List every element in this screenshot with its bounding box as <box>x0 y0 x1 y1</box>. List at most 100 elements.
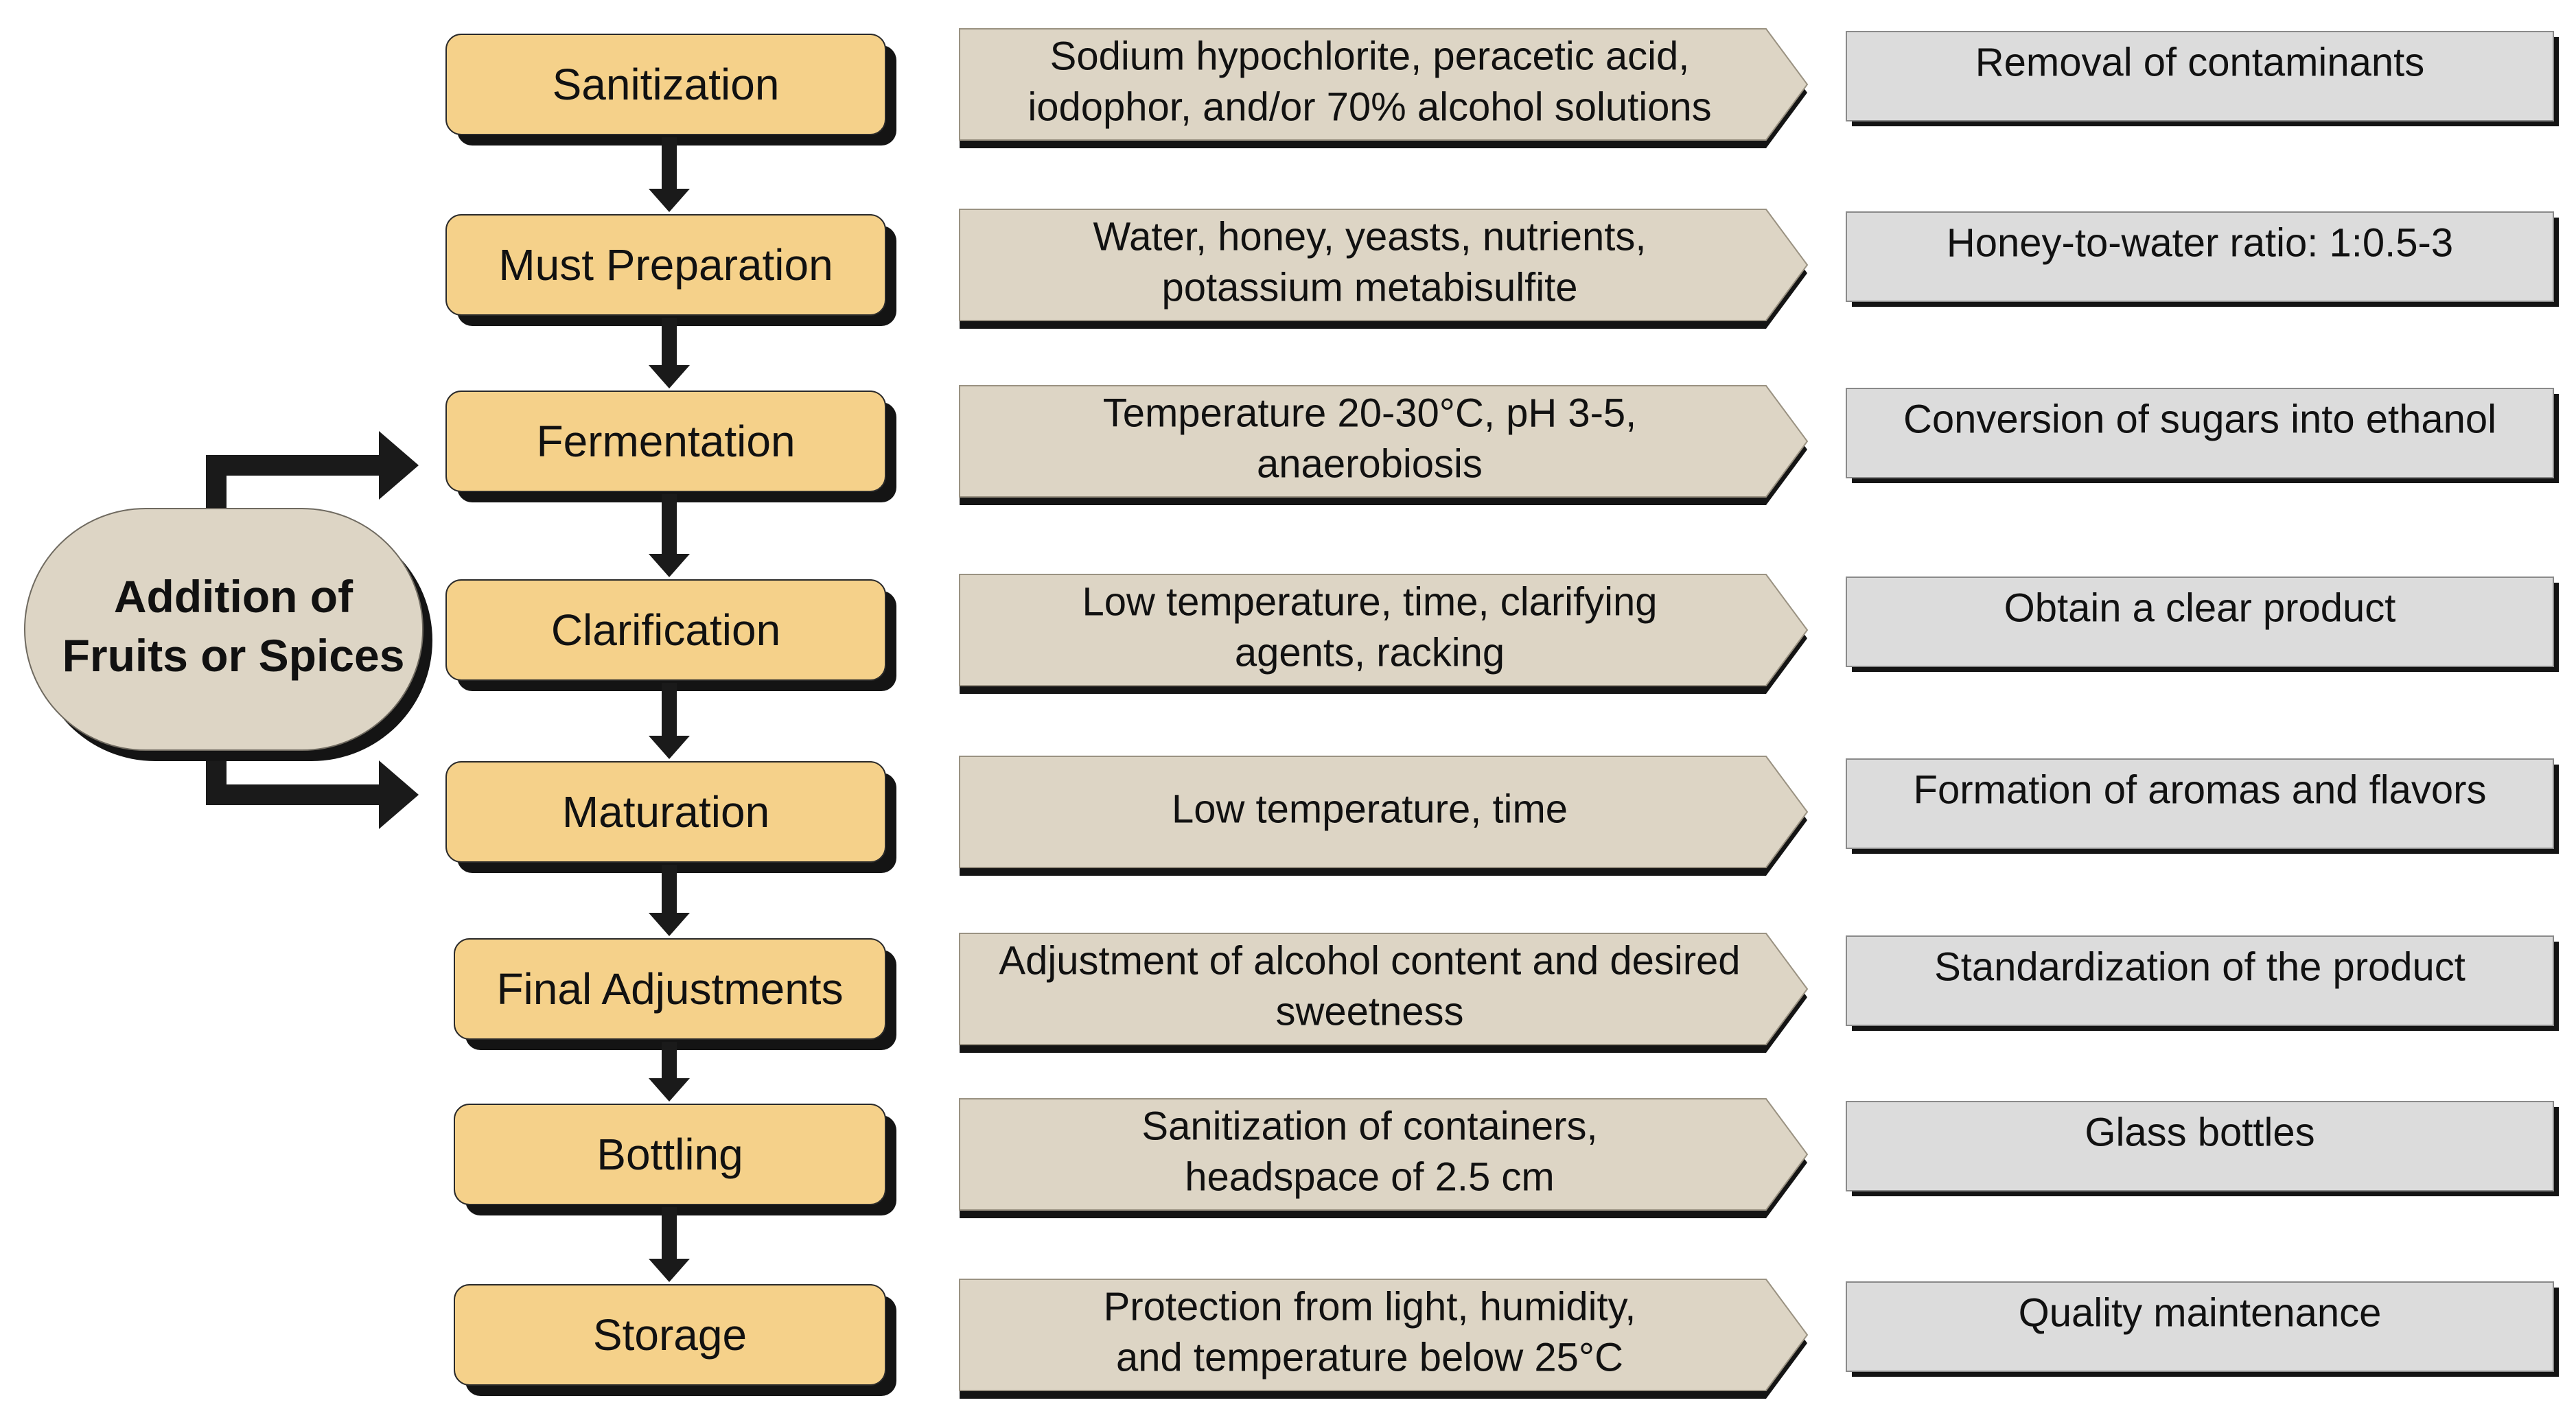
addition-node-fill <box>24 508 423 751</box>
step-box-fill <box>445 391 886 492</box>
condition-text-line: headspace of 2.5 cm <box>1185 1155 1554 1200</box>
condition-box: Temperature 20-30°C, pH 3-5,anaerobiosis <box>959 385 1809 505</box>
arrow-head <box>649 913 690 936</box>
arrow-head <box>649 1259 690 1282</box>
arrow-down-icon <box>649 494 690 577</box>
step-label: Sanitization <box>553 60 780 109</box>
condition-box-fill <box>959 1279 1809 1391</box>
purpose-box-fill <box>1846 1101 2554 1191</box>
condition-box-fill <box>959 574 1809 686</box>
step-label: Bottling <box>596 1130 743 1179</box>
condition-text-line: sweetness <box>1275 990 1463 1034</box>
condition-box: Water, honey, yeasts, nutrients, potassiu… <box>959 209 1809 329</box>
step-label: Final Adjustments <box>496 964 843 1014</box>
step-label: Maturation <box>562 787 769 837</box>
arrow-shaft <box>662 1042 677 1078</box>
step-label: Fermentation <box>536 417 795 466</box>
purpose-text: Removal of contaminants <box>1975 40 2424 85</box>
arrow-down-icon <box>649 865 690 936</box>
purpose-box-fill <box>1846 211 2554 302</box>
condition-box-fill <box>959 28 1809 141</box>
condition-text-line: Sodium hypochlorite, peracetic acid, <box>1050 34 1690 79</box>
purpose-box-fill <box>1846 388 2554 478</box>
purpose-box: Glass bottles <box>1846 1101 2559 1196</box>
step-box-fill <box>454 1104 886 1205</box>
purpose-text: Standardization of the product <box>1934 945 2465 990</box>
arrow-head <box>649 365 690 388</box>
step-box-fill <box>445 34 886 135</box>
addition-arrow-lower-bar <box>206 784 384 805</box>
condition-text-line: Sanitization of containers, <box>1141 1104 1597 1149</box>
condition-box-fill <box>959 209 1809 321</box>
arrow-head <box>649 736 690 759</box>
purpose-box: Standardization of the product <box>1846 935 2559 1031</box>
purpose-box: Removal of contaminants <box>1846 31 2559 126</box>
condition-text-line: Water, honey, yeasts, nutrients, <box>1093 215 1647 259</box>
condition-text-line: Temperature 20-30°C, pH 3-5, <box>1103 391 1637 436</box>
purpose-box: Quality maintenance <box>1846 1281 2559 1377</box>
step-label: Clarification <box>551 605 780 655</box>
condition-box-fill <box>959 933 1809 1045</box>
arrow-shaft <box>662 318 677 365</box>
step-box-fill <box>454 938 886 1040</box>
purpose-text: Obtain a clear product <box>2004 586 2396 631</box>
condition-box-fill <box>959 1098 1809 1211</box>
arrow-shaft <box>662 865 677 913</box>
step-box: Clarification <box>445 579 896 691</box>
condition-box: Adjustment of alcohol content and desire… <box>959 933 1809 1053</box>
step-box: Bottling <box>454 1104 896 1215</box>
condition-box: Protection from light, humidity, and temp… <box>959 1279 1809 1399</box>
addition-arrow-upper-bar <box>206 455 384 476</box>
purpose-text: Honey-to-water ratio: 1:0.5-3 <box>1947 221 2453 266</box>
arrow-head <box>649 1078 690 1102</box>
step-box-fill <box>445 214 886 316</box>
condition-box: Sodium hypochlorite, peracetic acid,iodo… <box>959 28 1809 148</box>
arrow-shaft <box>662 683 677 736</box>
step-box: Must Preparation <box>445 214 896 326</box>
purpose-text: Quality maintenance <box>2019 1291 2382 1336</box>
purpose-text: Conversion of sugars into ethanol <box>1903 397 2496 442</box>
addition-arrow-lower-head <box>379 760 419 829</box>
purpose-box: Formation of aromas and flavors <box>1846 758 2559 854</box>
purpose-box-fill <box>1846 577 2554 667</box>
step-box: Sanitization <box>445 34 896 146</box>
purpose-box: Obtain a clear product <box>1846 577 2559 672</box>
condition-text-line: Low temperature, time <box>1172 787 1568 832</box>
condition-text-line: potassium metabisulfite <box>1161 266 1577 310</box>
condition-text-line: Low temperature, time, clarifying <box>1082 580 1657 625</box>
purpose-text: Glass bottles <box>2085 1110 2314 1155</box>
condition-text-line: agents, racking <box>1235 631 1505 675</box>
addition-arrow-upper-head <box>379 431 419 500</box>
arrow-head <box>649 189 690 212</box>
condition-box-fill <box>959 756 1809 868</box>
arrow-down-icon <box>649 318 690 388</box>
condition-text-line: Adjustment of alcohol content and desire… <box>999 939 1740 983</box>
step-box-fill <box>454 1284 886 1386</box>
step-label: Must Preparation <box>498 240 833 290</box>
step-box-fill <box>445 761 886 863</box>
purpose-box-fill <box>1846 31 2554 121</box>
arrow-shaft <box>662 1207 677 1259</box>
step-box-fill <box>445 579 886 681</box>
arrow-shaft <box>662 137 677 189</box>
arrow-down-icon <box>649 1042 690 1102</box>
step-box: Storage <box>454 1284 896 1396</box>
arrow-down-icon <box>649 137 690 212</box>
purpose-box: Conversion of sugars into ethanol <box>1846 388 2559 483</box>
step-box: Final Adjustments <box>454 938 896 1050</box>
condition-text-line: Protection from light, humidity, <box>1104 1285 1636 1329</box>
step-label: Storage <box>593 1310 747 1360</box>
addition-label-line: Addition of <box>114 571 353 622</box>
purpose-box-fill <box>1846 758 2554 849</box>
purpose-box-fill <box>1846 1281 2554 1372</box>
condition-box-fill <box>959 385 1809 498</box>
condition-box: Low temperature, time <box>959 756 1809 876</box>
arrow-down-icon <box>649 683 690 759</box>
step-box: Maturation <box>445 761 896 873</box>
condition-box: Sanitization of containers, headspace of … <box>959 1098 1809 1218</box>
purpose-text: Formation of aromas and flavors <box>1914 768 2487 813</box>
step-box: Fermentation <box>445 391 896 502</box>
condition-text-line: and temperature below 25°C <box>1116 1336 1623 1380</box>
